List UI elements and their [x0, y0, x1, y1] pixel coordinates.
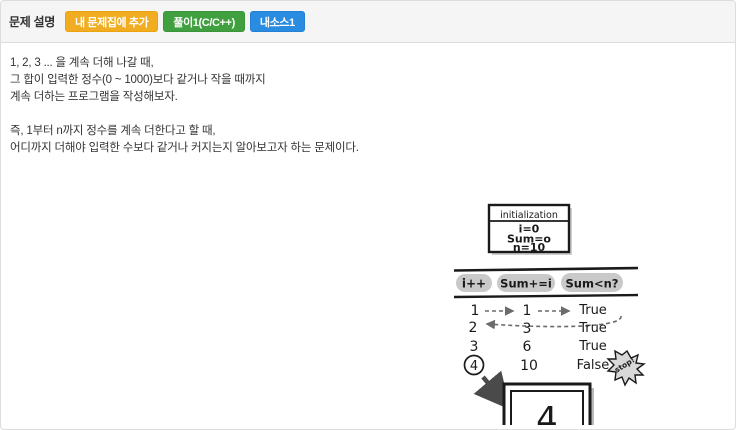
initialization-box: initialization i=0 Sum=o n=10 — [487, 203, 572, 255]
row-2-i: 2 — [469, 320, 478, 336]
initialization-line-1: i=0 — [519, 223, 540, 236]
row-4-cond: False — [577, 358, 610, 373]
description-line-5: 어디까지 더해야 입력한 수보다 같거나 커지는지 알아보고자 하는 문제이다. — [10, 142, 359, 154]
add-to-my-problemset-button[interactable]: 내 문제집에 추가 — [65, 11, 159, 32]
description-line-2: 그 합이 입력한 정수(0 ~ 1000)보다 같거나 작을 때까지 — [10, 74, 266, 86]
description-line-1: 1, 2, 3 ... 을 계속 더해 나갈 때, — [10, 57, 154, 69]
table-rule-bottom — [453, 293, 639, 299]
row-4-sum: 10 — [520, 358, 538, 374]
column-header-i: i++ — [462, 277, 486, 291]
page-title: 문제 설명 — [9, 15, 55, 29]
output-monitor: 4 — [502, 382, 594, 425]
flow-arrow-loop-back — [485, 315, 622, 330]
description-line-4: 즉, 1부터 n까지 정수를 계속 더한다고 할 때, — [10, 125, 216, 137]
trace-table: i++ Sum+=i Sum<n? 1 1 True — [453, 266, 646, 387]
row-3-sum: 6 — [523, 339, 532, 355]
initialization-line-3: n=10 — [513, 241, 546, 254]
algorithm-trace-figure: initialization i=0 Sum=o n=10 i++ Sum+=i — [441, 153, 651, 425]
table-header-row: i++ Sum+=i Sum<n? — [456, 273, 623, 292]
row-1-i: 1 — [471, 303, 480, 319]
row-1-cond: True — [578, 303, 607, 318]
solution-1-button[interactable]: 풀이1(C/C++) — [163, 11, 245, 32]
row-2-cond: True — [578, 321, 607, 336]
monitor-output-value: 4 — [536, 400, 558, 425]
result-arrow — [473, 370, 511, 410]
row-4-i: 4 — [470, 359, 478, 374]
panel-heading: 문제 설명 내 문제집에 추가 풀이1(C/C++) 내소스1 — [0, 0, 736, 43]
row-3-i: 3 — [470, 339, 479, 355]
row-3-cond: True — [578, 339, 607, 354]
column-header-cond: Sum<n? — [566, 277, 619, 291]
my-source-1-button[interactable]: 내소스1 — [249, 11, 305, 32]
table-rule-top — [453, 266, 639, 272]
description-line-3: 계속 더하는 프로그램을 작성해보자. — [10, 91, 178, 103]
column-header-sum: Sum+=i — [500, 277, 552, 291]
table-row: 2 3 True — [469, 320, 607, 337]
row-2-sum: 3 — [523, 321, 532, 337]
row-1-sum: 1 — [523, 303, 532, 319]
initialization-line-2: Sum=o — [507, 233, 551, 246]
problem-description-text: 1, 2, 3 ... 을 계속 더해 나갈 때, 그 합이 입력한 정수(0 … — [10, 55, 359, 157]
initialization-title: initialization — [500, 210, 558, 221]
table-row: 1 1 True — [471, 303, 607, 319]
table-row: 4 10 False — [463, 354, 610, 376]
panel-body: 1, 2, 3 ... 을 계속 더해 나갈 때, 그 합이 입력한 정수(0 … — [0, 43, 736, 430]
paragraph-spacer — [10, 106, 359, 123]
stop-badge: stop! — [606, 349, 646, 387]
table-row: 3 6 True — [470, 339, 607, 355]
